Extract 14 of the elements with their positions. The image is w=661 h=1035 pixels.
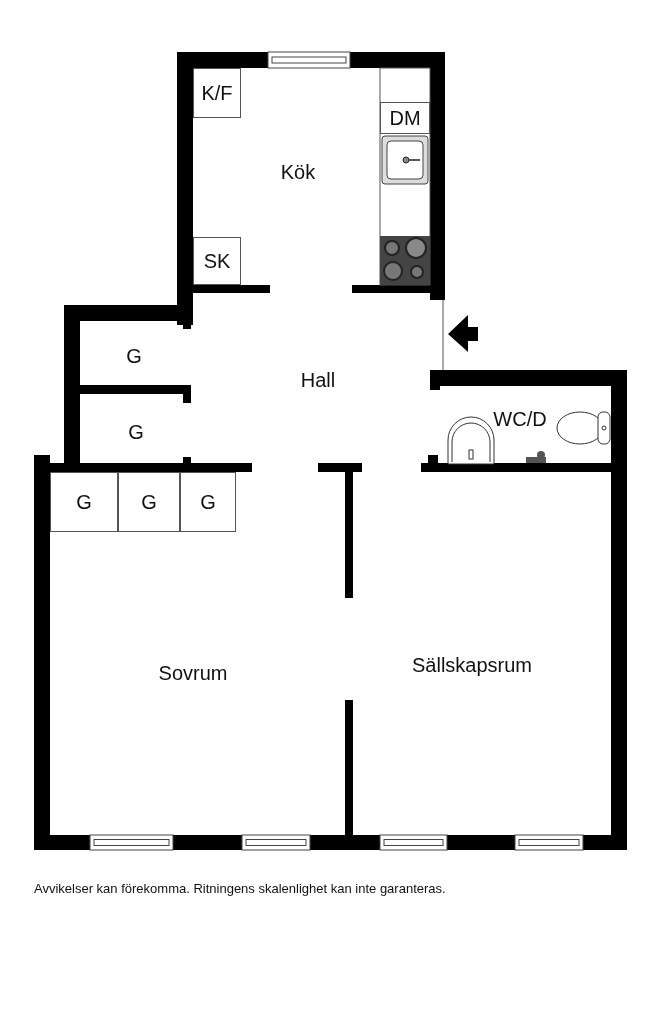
fixture-box: G: [50, 472, 118, 532]
fixture-box: G: [118, 472, 180, 532]
fixture-box: G: [180, 472, 236, 532]
room-label: Hall: [300, 368, 336, 392]
room-label: Kök: [280, 160, 316, 184]
disclaimer-note: Avvikelser kan förekomma. Ritningens skalenlighet kan inte garanteras.: [34, 881, 446, 896]
room-label: WC/D: [493, 407, 547, 431]
fixture-box: K/F: [193, 68, 241, 118]
room-label: Sovrum: [158, 661, 228, 685]
fixture-box: DM: [380, 102, 430, 134]
room-label: G: [126, 344, 142, 368]
room-label: G: [128, 420, 144, 444]
fixture-box: SK: [193, 237, 241, 285]
room-label: Sällskapsrum: [412, 653, 532, 677]
